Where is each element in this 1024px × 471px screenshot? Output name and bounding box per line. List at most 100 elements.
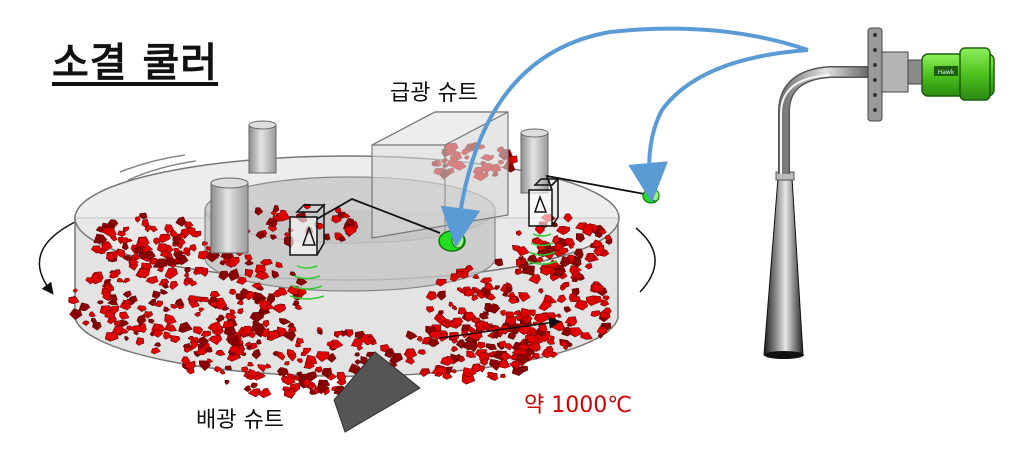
ore-particle <box>236 276 247 285</box>
ore-particle <box>119 311 130 320</box>
ore-particle <box>233 347 245 357</box>
ore-particle <box>244 268 253 278</box>
ore-particle <box>571 277 579 282</box>
ore-particle <box>135 337 145 346</box>
ore-particle <box>317 329 323 336</box>
ore-particle <box>344 218 355 225</box>
ore-particle <box>417 349 427 355</box>
ore-particle <box>292 300 300 307</box>
ore-particle <box>219 369 226 375</box>
ore-particle <box>207 358 214 364</box>
ore-particle <box>296 358 303 364</box>
radar-sensor-left <box>289 198 441 256</box>
ore-particle <box>183 273 189 278</box>
ore-particle <box>451 369 457 374</box>
ore-particle <box>184 221 194 229</box>
ore-particle <box>545 345 554 353</box>
ore-particle <box>494 258 504 267</box>
ore-particle <box>144 311 151 317</box>
radar-waves-left <box>289 265 325 300</box>
ore-particle <box>569 327 584 338</box>
ore-particle <box>515 314 524 322</box>
flow-arrow <box>439 316 561 339</box>
ore-particle <box>535 257 544 263</box>
ore-particle <box>132 246 143 254</box>
ore-particle <box>152 258 168 268</box>
feed-chute-label: 급광 슈트 <box>390 81 478 106</box>
ore-particle <box>258 387 272 399</box>
ore-particle <box>272 205 280 212</box>
ore-particle <box>560 282 568 289</box>
ore-particle <box>556 294 567 304</box>
ore-particle <box>223 326 237 338</box>
ore-particle <box>600 299 610 307</box>
ore-particle <box>594 231 603 239</box>
ore-particle <box>173 247 181 254</box>
ore-particle <box>78 302 91 311</box>
ore-particle <box>448 301 454 308</box>
radar-sensor-right <box>528 174 651 227</box>
ore-particle <box>154 300 163 308</box>
ore-particle <box>255 325 263 331</box>
ore-particle <box>265 303 274 311</box>
ore-particle <box>101 227 117 238</box>
ore-particle <box>271 270 280 279</box>
ore-particle <box>281 375 296 386</box>
ore-particle <box>188 244 197 252</box>
ore-particle <box>267 330 280 340</box>
ore-particle <box>194 311 201 318</box>
ore-particle <box>151 290 161 300</box>
ore-particle <box>598 229 607 235</box>
ore-particle <box>561 326 572 337</box>
ore-particle <box>421 369 429 376</box>
ore-particle <box>455 339 467 349</box>
ore-particle <box>107 219 119 228</box>
ore-particle <box>557 247 569 255</box>
ore-particle <box>317 383 329 395</box>
ore-particle <box>244 260 253 266</box>
ore-particle <box>602 295 610 301</box>
ore-particle <box>300 351 307 357</box>
ore-particle <box>501 351 513 361</box>
motion-lines <box>119 154 197 181</box>
ore-particle <box>162 282 170 289</box>
ore-particle <box>251 348 261 360</box>
ore-particle <box>259 299 272 312</box>
ore-particle <box>283 389 296 399</box>
ore-particle <box>461 373 476 385</box>
ore-particle <box>277 287 288 296</box>
ore-particle <box>527 341 542 352</box>
ore-particle <box>527 335 540 345</box>
ore-particle <box>102 292 111 302</box>
ore-particle <box>561 225 571 234</box>
ore-particle <box>241 366 249 373</box>
ore-particle <box>268 293 275 298</box>
ore-particle <box>204 346 213 353</box>
ore-particle <box>516 268 523 274</box>
radar-level-transmitter: Hawk <box>763 27 995 359</box>
ore-particle <box>136 305 147 312</box>
ore-particle <box>533 312 550 325</box>
ore-particle <box>367 335 375 342</box>
ore-particle <box>133 330 139 336</box>
ore-particle <box>250 382 258 389</box>
ore-particle <box>295 337 304 344</box>
ore-particle <box>440 356 456 366</box>
ore-particle <box>389 353 404 364</box>
ore-particle <box>518 292 531 303</box>
ore-particle <box>90 245 102 254</box>
ore-particle <box>139 212 148 220</box>
ore-particle <box>571 269 580 277</box>
ore-particle <box>122 255 132 262</box>
ore-particle <box>173 254 189 265</box>
ore-particle <box>466 340 478 353</box>
ore-particle <box>164 313 177 325</box>
ore-particle <box>467 325 476 333</box>
ore-particle <box>187 295 199 303</box>
ore-particle <box>286 349 297 356</box>
ore-particle <box>106 316 117 325</box>
ore-particle <box>228 314 237 320</box>
ore-particle <box>434 372 443 377</box>
ore-particle <box>537 323 548 333</box>
